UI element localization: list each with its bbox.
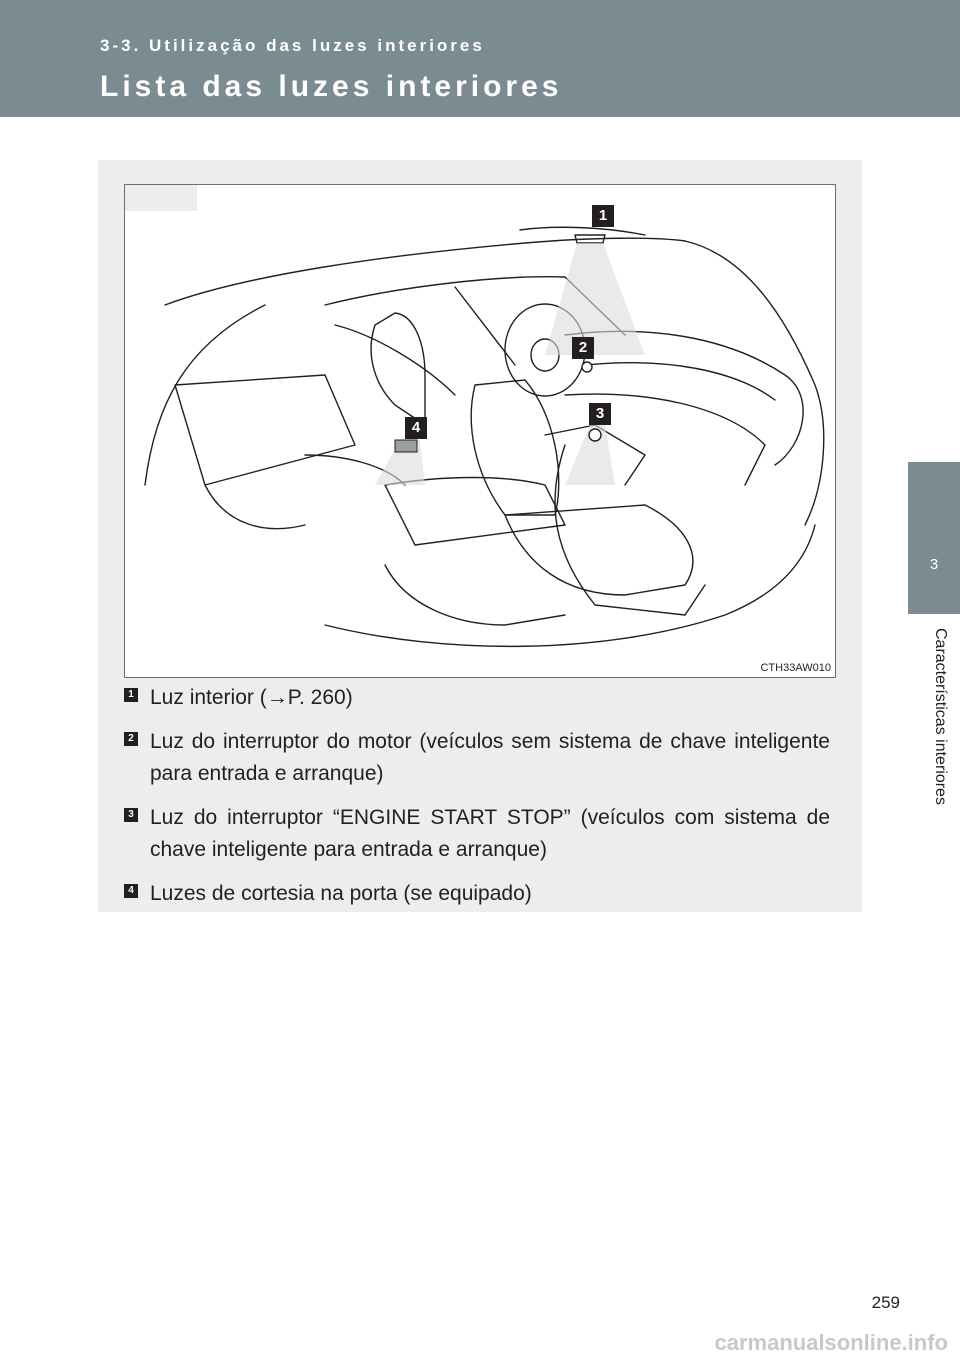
list-item: 4 Luzes de cortesia na porta (se equipad… (124, 878, 830, 910)
list-item: 2 Luz do interruptor do motor (veículos … (124, 726, 830, 790)
list-item: 3 Luz do interruptor “ENGINE START STOP”… (124, 802, 830, 866)
item-text: Luzes de cortesia na porta (se equipado) (150, 882, 532, 905)
car-interior-illustration (144, 226, 825, 648)
item-text: Luz interior (→P. 260) (150, 686, 353, 709)
callout-1: 1 (592, 205, 614, 227)
item-text: Luz do interruptor do motor (veículos se… (150, 730, 830, 785)
page-number: 259 (871, 1293, 900, 1312)
side-tab-chapter-number: 3 (929, 556, 939, 573)
item-number-badge: 1 (124, 688, 138, 702)
item-number-badge: 3 (124, 808, 138, 822)
figure-code: CTH33AW010 (760, 662, 831, 674)
item-number-badge: 2 (124, 732, 138, 746)
callout-3: 3 (589, 403, 611, 425)
car-interior-figure: 1 2 3 4 CTH33AW010 (124, 184, 836, 678)
callout-2: 2 (572, 337, 594, 359)
figure-corner-tab (125, 185, 197, 211)
watermark: carmanualsonline.info (714, 1330, 949, 1355)
list-item: 1 Luz interior (→P. 260) (124, 682, 830, 714)
side-tab-chapter-box (908, 462, 960, 614)
side-tab-chapter-title: Características interiores (932, 628, 949, 805)
item-number-badge: 4 (124, 884, 138, 898)
item-text: Luz do interruptor “ENGINE START STOP” (… (150, 806, 830, 861)
page-header: 3-3. Utilização das luzes interiores Lis… (0, 0, 960, 117)
page-title: Lista das luzes interiores (100, 70, 563, 103)
callout-4: 4 (405, 417, 427, 439)
light-list: 1 Luz interior (→P. 260) 2 Luz do interr… (124, 682, 830, 922)
section-label: 3-3. Utilização das luzes interiores (100, 36, 485, 55)
